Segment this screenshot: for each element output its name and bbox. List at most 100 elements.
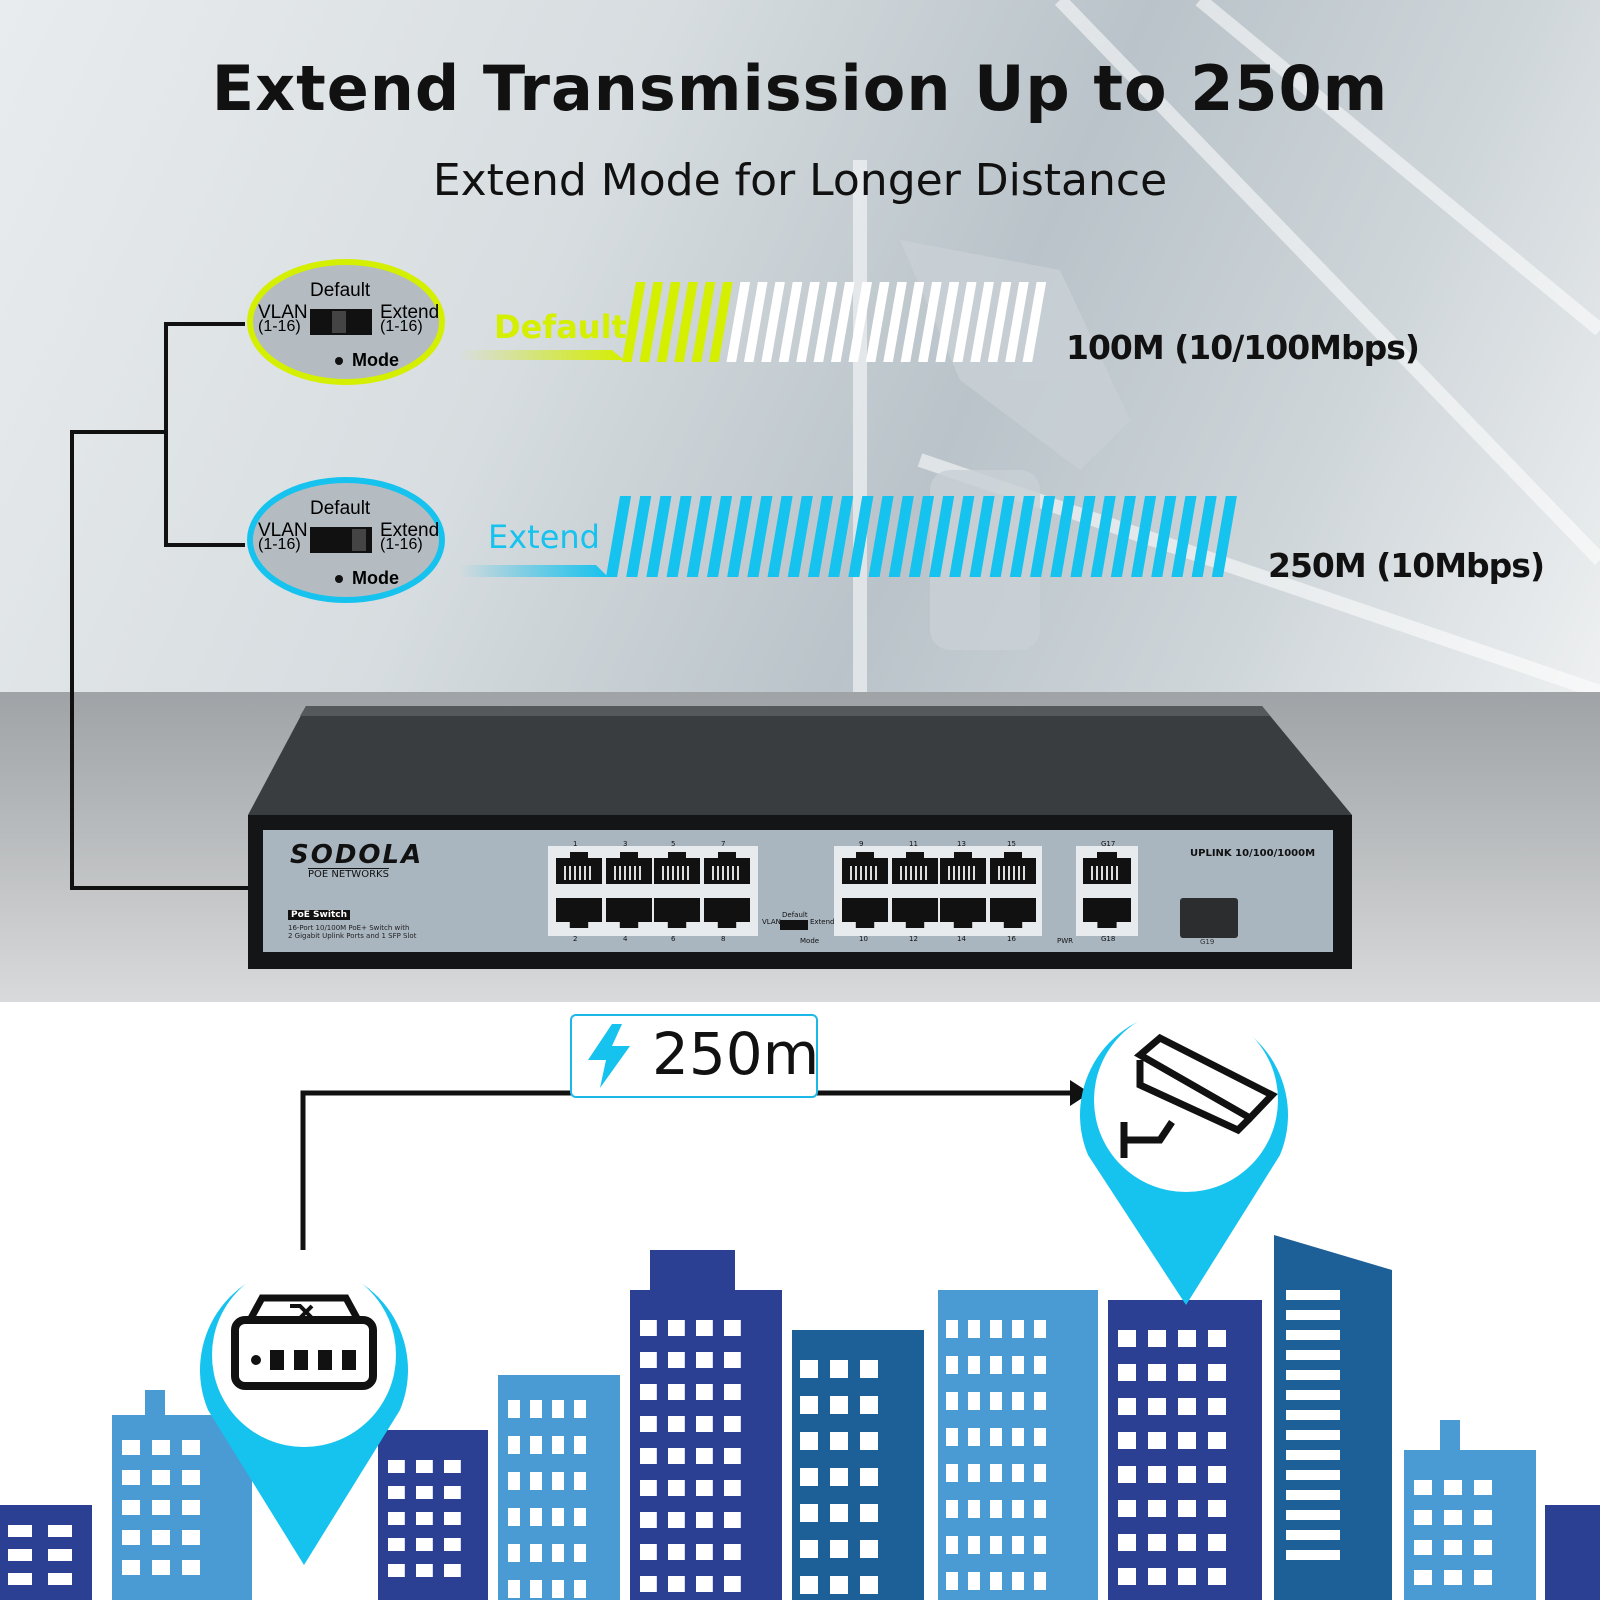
building-window [696,1544,713,1560]
building-window [574,1544,586,1562]
switch-right-label: Extend [380,302,440,323]
building-window [1034,1500,1046,1518]
building-window [152,1560,170,1575]
building-window [530,1544,542,1562]
rj45-port[interactable] [556,898,602,928]
building-window [968,1320,980,1338]
building-window [1118,1500,1136,1517]
rj45-port[interactable] [654,898,700,928]
page-subtitle: Extend Mode for Longer Distance [432,155,1168,206]
building-window [640,1352,657,1368]
distance-badge [570,1014,818,1098]
stripe [868,496,894,577]
building-window [1286,1390,1340,1400]
building-window [968,1536,980,1554]
stripe [848,496,874,577]
building-window [946,1356,958,1374]
port-number: G17 [1101,840,1116,848]
rj45-port[interactable] [990,898,1036,928]
building-window [668,1384,685,1400]
rj45-port[interactable] [704,898,750,928]
building-window [830,1396,848,1414]
stripe [1030,496,1056,577]
stripe [1110,496,1136,577]
building-window [508,1508,520,1526]
building-window [552,1400,564,1418]
building-window [800,1540,818,1558]
building-window [1286,1330,1340,1340]
stripe [1022,282,1047,362]
rj45-port[interactable] [606,898,652,928]
building-window [1444,1570,1462,1585]
building-window [946,1500,958,1518]
building-window [1034,1464,1046,1482]
building-window [1148,1398,1166,1415]
building-window [1178,1466,1196,1483]
building-window [860,1468,878,1486]
stripe [796,282,820,362]
rj45-port[interactable] [1083,898,1131,928]
device-desc-line2: 2 Gigabit Uplink Ports and 1 SFP Slot [288,932,417,940]
building-window [530,1436,542,1454]
stripe [813,282,838,362]
stripe [900,282,925,362]
building-window [830,1468,848,1486]
building-window [860,1504,878,1522]
stripe [848,282,872,362]
rj45-port[interactable] [842,898,888,928]
building-window [1286,1550,1340,1560]
building-window [990,1572,1002,1590]
rj45-port[interactable] [940,898,986,928]
port-number: 5 [671,840,676,848]
distance-label: 250m [652,1020,820,1088]
building-window [530,1580,542,1598]
stripe [807,496,834,577]
building-window [182,1500,200,1515]
mode-switch-right: Extend [810,918,835,926]
building-window [696,1416,713,1432]
building-window [968,1464,980,1482]
stripe [646,496,672,577]
building-window [800,1504,818,1522]
building-window [1012,1536,1024,1554]
switch-left-sub: (1-16) [258,318,301,335]
building-window [968,1500,980,1518]
building-window [1286,1450,1340,1460]
building-window [1444,1480,1462,1495]
stripe [970,282,994,362]
building-window [860,1396,878,1414]
building-window [552,1472,564,1490]
brand-subtitle: POE NETWORKS [308,868,389,880]
building-window [1148,1466,1166,1483]
building-window [1118,1432,1136,1449]
stripe [787,496,813,577]
switch-left-label: VLAN [258,520,308,541]
stripe [726,282,751,362]
building-window [1286,1370,1340,1380]
building-window [1474,1570,1492,1585]
building-window [968,1356,980,1374]
stripe [1211,496,1237,577]
rj45-port[interactable] [892,898,938,928]
poe-switch-device: SODOLA POE NETWORKS PoE Switch 16-Port 1… [248,706,1352,969]
building-window [1178,1398,1196,1415]
building-window [990,1320,1002,1338]
building-window [122,1440,140,1455]
building-window [1148,1568,1166,1585]
stripe [949,496,975,577]
building-window [1118,1364,1136,1381]
building-window [48,1549,72,1561]
default-mode-label: Default [494,308,627,346]
port-number: 15 [1007,840,1016,848]
building-window [946,1572,958,1590]
building-window [696,1352,713,1368]
switch-left-sub: (1-16) [258,536,301,553]
stripe [929,496,955,577]
building-window [668,1480,685,1496]
building-window [552,1544,564,1562]
sfp-label: G19 [1200,938,1215,946]
building-window [1208,1330,1226,1347]
switch-bottom-label: Mode [352,568,399,588]
building-window [640,1416,657,1432]
default-stripes [622,282,1047,362]
